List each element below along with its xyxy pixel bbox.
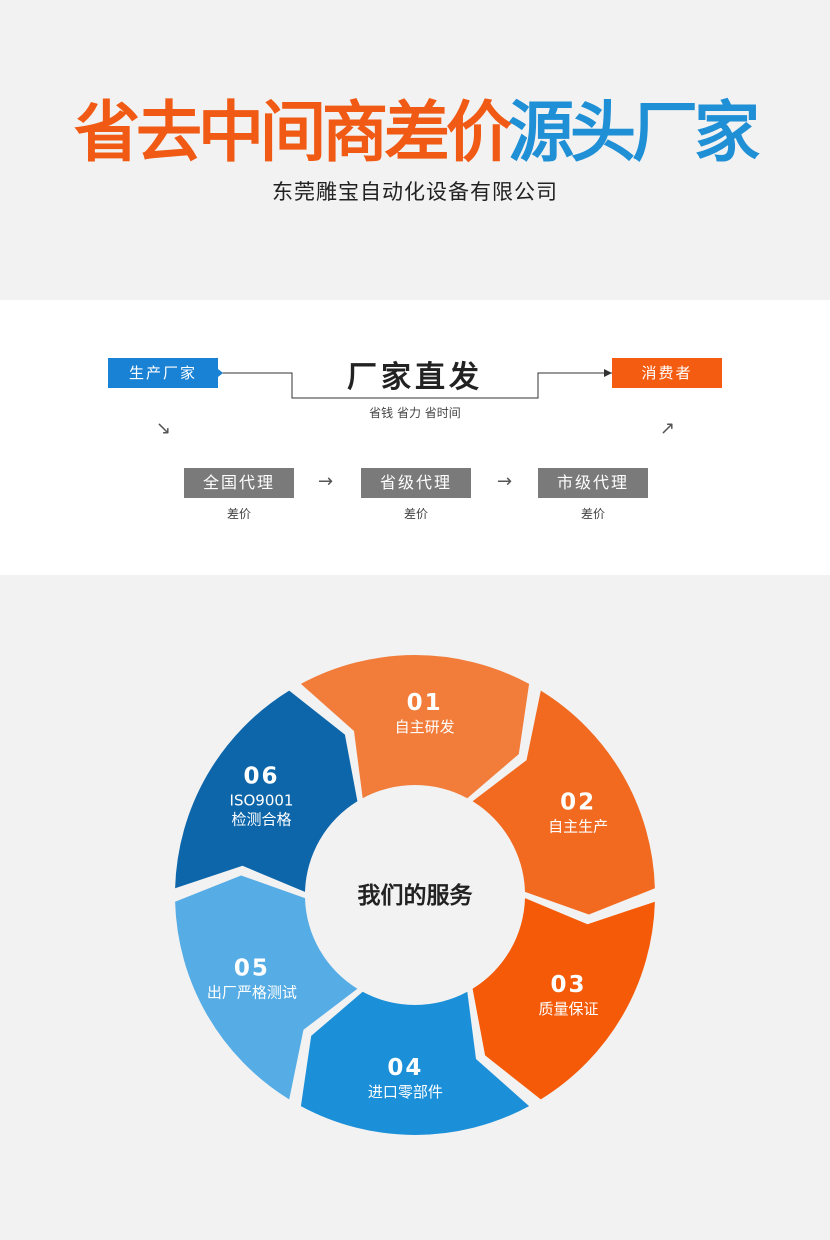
service-segment-label-01: 01 自主研发 [395, 690, 455, 736]
down-arrow-icon: ↘ [156, 418, 172, 439]
arrow-right-icon: → [497, 471, 513, 492]
agent-city: 市级代理 [538, 468, 648, 498]
service-segment-05 [175, 875, 358, 1100]
service-segment-03 [472, 898, 655, 1100]
hero-section: 省去中间商差价源头厂家 东莞雕宝自动化设备有限公司 [0, 0, 830, 300]
headline-blue: 源头厂家 [508, 94, 760, 171]
agent-provincial: 省级代理 [361, 468, 471, 498]
segment-number: 01 [407, 690, 443, 716]
segment-number: 04 [387, 1055, 423, 1081]
service-cycle-diagram: 01 自主研发 02 自主生产 03 质量保证 04 进口零部件 05 出厂严格测试 06ISO90… [175, 655, 655, 1135]
direct-title: 厂家直发 [347, 360, 483, 395]
agent-note: 差价 [226, 507, 251, 521]
service-segment-label-02: 02 自主生产 [548, 789, 608, 835]
flow-section: 生产厂家 消费者 厂家直发 省钱 省力 省时间 ↘ ↗ 全国代理 省级代理 市级… [0, 300, 830, 575]
company-name: 东莞雕宝自动化设备有限公司 [272, 180, 558, 204]
flow-connectors [218, 369, 612, 399]
segment-label: 质量保证 [538, 1000, 598, 1018]
service-segment-04 [300, 991, 530, 1135]
service-segment-01 [300, 655, 530, 799]
producer-tag: 生产厂家 [108, 358, 218, 388]
segment-number: 02 [560, 789, 596, 815]
up-arrow-icon: ↗ [660, 418, 676, 439]
segment-label: 自主生产 [548, 817, 608, 835]
segment-number: 06 [243, 763, 279, 789]
service-segment-label-03: 03 质量保证 [538, 972, 598, 1018]
service-segment-label-04: 04 进口零部件 [368, 1055, 443, 1101]
consumer-tag: 消费者 [612, 358, 722, 388]
agent-note: 差价 [403, 507, 428, 521]
producer-notch [218, 369, 223, 377]
segment-number: 05 [234, 956, 270, 982]
segment-label: 自主研发 [395, 718, 455, 736]
segment-label: ISO9001 [230, 791, 294, 809]
direct-route-line [218, 372, 612, 399]
segment-label: 出厂严格测试 [207, 984, 297, 1002]
service-segment-label-05: 05 出厂严格测试 [207, 956, 297, 1002]
direct-route-arrowhead [604, 369, 612, 377]
center-label: 我们的服务 [358, 882, 474, 909]
arrow-right-icon: → [318, 471, 334, 492]
agent-national: 全国代理 [184, 468, 294, 498]
service-segment-06 [175, 690, 358, 892]
headline: 省去中间商差价源头厂家 [0, 88, 830, 178]
service-segment-02 [472, 690, 655, 915]
agent-note: 差价 [580, 507, 605, 521]
segment-label: 进口零部件 [368, 1083, 443, 1101]
direct-subtitle: 省钱 省力 省时间 [369, 406, 461, 420]
segment-number: 03 [550, 972, 586, 998]
headline-orange: 省去中间商差价 [74, 94, 512, 171]
center-circle [311, 791, 519, 999]
segment-label: 检测合格 [231, 810, 291, 828]
